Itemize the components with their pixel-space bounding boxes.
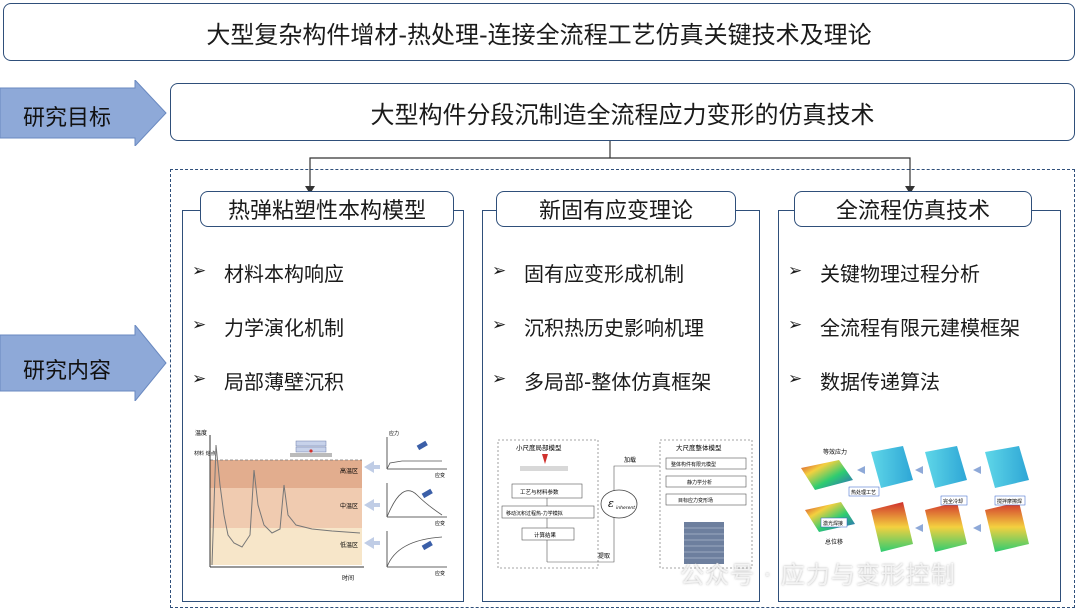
stage-label-heat-treatment: 热处理工艺 — [851, 489, 876, 496]
stress-strain-plot-high: 应力 应变 — [386, 430, 447, 479]
chevron-right-icon: ➢ — [788, 369, 803, 389]
low-temp-zone — [210, 528, 362, 565]
svg-text:应力: 应力 — [389, 430, 399, 437]
zone-label-mid: 中温区 — [340, 502, 358, 510]
stage-label-friction-stir: 搅拌摩擦焊 — [997, 498, 1022, 505]
goal-label: 研究目标 — [22, 106, 111, 131]
connector-arrows — [305, 141, 915, 194]
bullet-list-3: ➢关键物理过程分析 ➢全流程有限元建模框架 ➢数据传递算法 — [788, 258, 1020, 420]
stress-strain-plot-mid: 应变 — [386, 483, 447, 527]
extract-label: 提取 — [598, 552, 610, 560]
list-item: ➢关键物理过程分析 — [788, 261, 980, 286]
thermal-history-figure: 温度 时间 材料 熔点 高温区 中温区 低温区 应力 应变 应变 应变 — [194, 429, 447, 582]
high-temp-zone — [210, 460, 362, 488]
watermark: 公众号 · 应力与变形控制 — [680, 561, 956, 589]
list-item: ➢局部薄壁沉积 — [192, 369, 344, 394]
svg-text:工艺与材料参数: 工艺与材料参数 — [520, 488, 559, 496]
bullet-list-1: ➢材料本构响应 ➢力学演化机制 ➢局部薄壁沉积 — [192, 258, 344, 420]
stage-label-cooling: 完全冷却 — [943, 498, 963, 505]
list-item: ➢材料本构响应 — [192, 261, 344, 286]
svg-text:整体构件有限元模型: 整体构件有限元模型 — [671, 461, 716, 468]
fig1-y-label: 温度 — [195, 429, 207, 437]
goal-arrow-icon — [0, 80, 167, 146]
column-heading-2: 新固有应变理论 — [496, 191, 736, 227]
list-item: ➢沉积热历史影响机理 — [492, 315, 704, 340]
column-heading-3: 全流程仿真技术 — [794, 191, 1032, 227]
content-label: 研究内容 — [22, 359, 111, 384]
heat-source-icon — [542, 454, 548, 464]
equivalent-stress-label: 等效应力 — [823, 448, 847, 456]
list-item: ➢力学演化机制 — [192, 315, 344, 340]
stress-contour-part — [801, 460, 853, 490]
research-content-container — [170, 169, 1075, 608]
zone-label-high: 高温区 — [340, 467, 358, 475]
chevron-right-icon: ➢ — [492, 261, 507, 281]
list-item: ➢全流程有限元建模框架 — [788, 315, 1020, 340]
goal-text: 大型构件分段沉制造全流程应力变形的仿真技术 — [370, 100, 875, 129]
column-heading-1: 热弹粘塑性本构模型 — [200, 191, 454, 227]
total-displacement-label: 总位移 — [825, 538, 843, 546]
stress-strain-plot-low: 应变 — [386, 531, 447, 577]
svg-text:移动沉积过程热-力学模拟: 移动沉积过程热-力学模拟 — [506, 510, 563, 517]
global-model-title: 大尺度整体模型 — [676, 443, 722, 452]
load-label: 加载 — [624, 456, 636, 464]
chevron-right-icon: ➢ — [192, 315, 207, 335]
fig1-x-label: 时间 — [342, 574, 354, 582]
zone-label-low: 低温区 — [340, 541, 358, 549]
list-item: ➢数据传递算法 — [788, 369, 940, 394]
chevron-right-icon: ➢ — [492, 315, 507, 335]
list-item: ➢多局部-整体仿真框架 — [492, 369, 712, 394]
chevron-right-icon: ➢ — [192, 369, 207, 389]
main-title-text: 大型复杂构件增材-热处理-连接全流程工艺仿真关键技术及理论 — [206, 20, 872, 49]
inherent-strain-symbol — [600, 489, 638, 519]
displacement-contour-part — [805, 502, 855, 532]
deposition-block-icon — [290, 440, 332, 457]
svg-text:ε: ε — [608, 497, 614, 510]
svg-text:应变: 应变 — [435, 570, 445, 577]
inherent-strain-framework-figure: 小尺度局部模型 工艺与材料参数 移动沉积过程热-力学模拟 计算结果 加载 提取 … — [497, 439, 753, 569]
svg-text:静力学分析: 静力学分析 — [687, 479, 712, 486]
svg-text:计算结果: 计算结果 — [534, 531, 557, 539]
layered-part-icon — [684, 522, 724, 564]
bullet-list-2: ➢固有应变形成机制 ➢沉积热历史影响机理 ➢多局部-整体仿真框架 — [492, 258, 711, 420]
svg-text:应变: 应变 — [435, 520, 445, 527]
goal-box: 大型构件分段沉制造全流程应力变形的仿真技术 — [170, 83, 1075, 141]
chevron-right-icon: ➢ — [492, 369, 507, 389]
main-title: 大型复杂构件增材-热处理-连接全流程工艺仿真关键技术及理论 — [3, 3, 1075, 61]
mid-temp-zone — [210, 488, 362, 528]
content-arrow-icon — [0, 325, 167, 401]
full-process-contour-figure: 等效应力 总位移 热处理工艺 激光焊接 完全冷却 搅拌摩擦焊 — [801, 446, 1029, 552]
svg-text:目标应力变形场: 目标应力变形场 — [678, 497, 713, 504]
stage-label-laser-welding: 激光焊接 — [823, 520, 843, 527]
chevron-right-icon: ➢ — [788, 261, 803, 281]
list-item: ➢固有应变形成机制 — [492, 261, 684, 286]
svg-text:inherent: inherent — [616, 505, 635, 511]
fig1-material-point: 材料 熔点 — [194, 450, 216, 457]
local-model-title: 小尺度局部模型 — [516, 443, 562, 452]
svg-text:应变: 应变 — [435, 472, 445, 479]
chevron-right-icon: ➢ — [192, 261, 207, 281]
chevron-right-icon: ➢ — [788, 315, 803, 335]
